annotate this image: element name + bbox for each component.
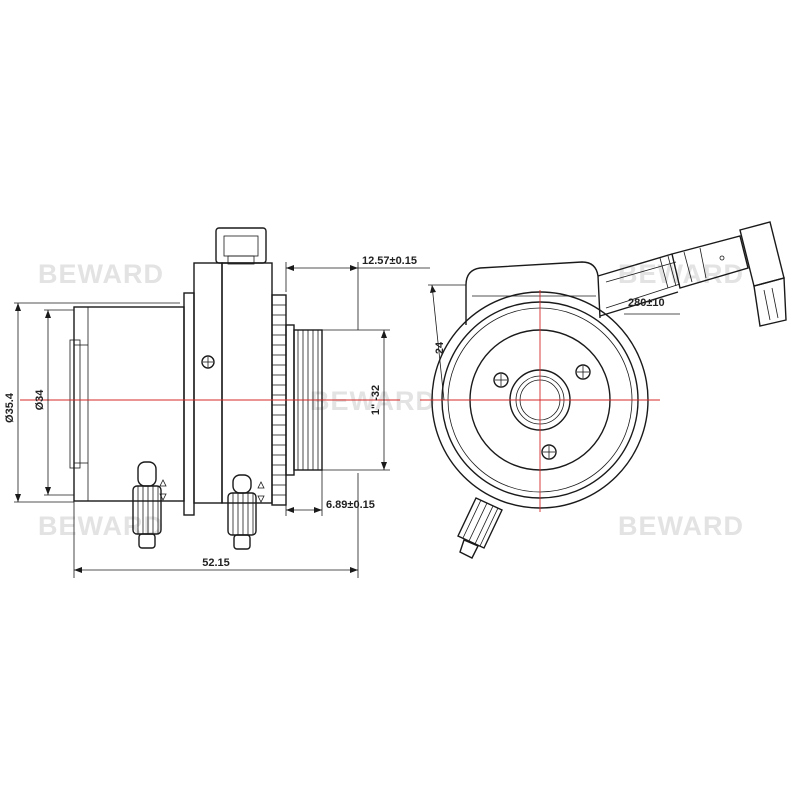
dim-flange-offset: 12.57±0.15 — [362, 255, 417, 267]
front-dimensions: 24 280±10 — [428, 284, 680, 401]
watermark-bottom-left: BEWARD — [38, 511, 164, 541]
watermark-top-right: BEWARD — [618, 259, 744, 289]
cable-connector — [215, 227, 267, 264]
side-view — [20, 227, 400, 550]
dim-inner-diameter: Ø34 — [34, 389, 46, 411]
side-dimensions: Ø35.4 Ø34 52.15 12.57±0.15 1" -32 6.89±0… — [4, 255, 430, 578]
watermark-bottom-right: BEWARD — [618, 511, 744, 541]
zoom-thumbscrew — [227, 474, 257, 550]
front-view — [420, 221, 787, 559]
focus-thumbscrew — [132, 461, 162, 549]
dim-cable-length: 280±10 — [628, 297, 665, 309]
dim-side-height: 24 — [434, 341, 446, 354]
watermark-center: BEWARD — [310, 386, 436, 416]
front-thumbscrew — [457, 497, 503, 559]
cable — [597, 253, 679, 317]
cable-plug — [671, 235, 749, 289]
top-housing — [465, 261, 601, 325]
dim-back-focus: 6.89±0.15 — [326, 499, 375, 511]
dim-mount-thread: 1" -32 — [370, 385, 382, 415]
dim-outer-diameter: Ø35.4 — [4, 392, 16, 423]
front-barrel — [73, 306, 185, 502]
body-screw-icon — [201, 355, 215, 369]
watermarks: BEWARD BEWARD BEWARD BEWARD BEWARD — [38, 259, 744, 541]
knurl-pattern — [272, 304, 286, 496]
main-body — [193, 262, 223, 504]
front-screw-icon — [493, 364, 591, 460]
watermark-top-left: BEWARD — [38, 259, 164, 289]
dim-total-length: 52.15 — [202, 557, 230, 569]
